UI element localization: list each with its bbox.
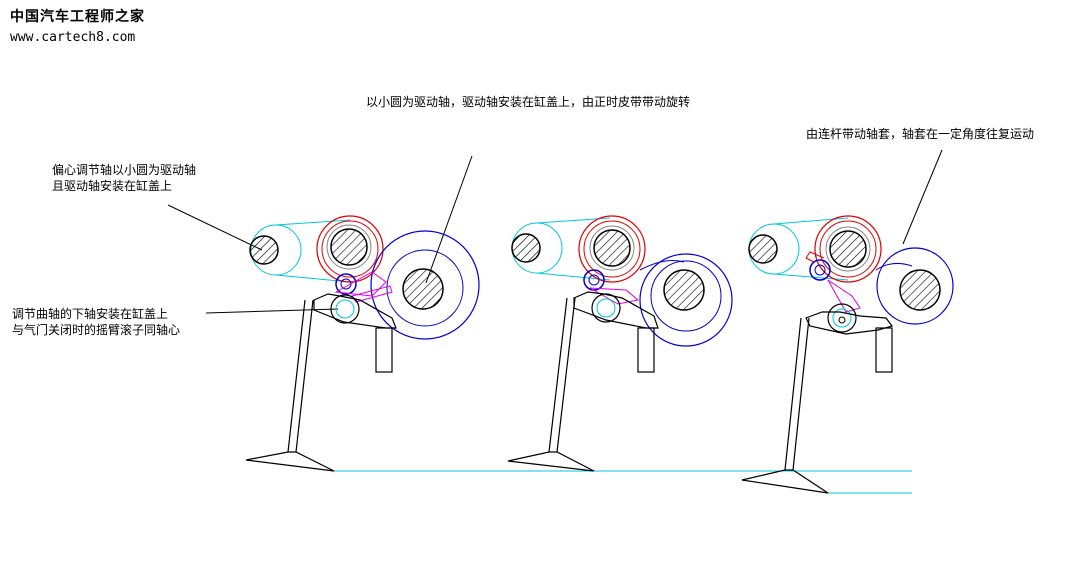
annotation-crank-line1: 调节曲轴的下轴安装在缸盖上	[12, 307, 169, 321]
eccentric-shaft-hatch	[511, 233, 541, 263]
annotation-drive-shaft: 以小圆为驱动轴，驱动轴安装在缸盖上，由正时皮带带动旋转	[366, 95, 691, 109]
annotation-eccentric-line2: 且驱动轴安装在缸盖上	[52, 179, 173, 193]
mechanism-1	[245, 215, 480, 472]
leader-line-eccentric	[167, 204, 263, 251]
leader-line-drive-shaft	[425, 155, 473, 284]
drive-shaft-hatch	[663, 269, 705, 311]
drive-shaft-hatch	[899, 269, 941, 311]
annotation-crank-line2: 与气门关闭时的摇臂滚子同轴心	[12, 323, 181, 337]
mechanism-3	[741, 215, 954, 494]
camshaft-hatch	[829, 230, 867, 268]
drive-shaft-hatch	[402, 268, 444, 310]
camshaft-hatch	[330, 228, 368, 266]
camshaft-hatch	[593, 229, 631, 267]
watermark-url: www.cartech8.com	[10, 30, 136, 45]
leader-line-link-sleeve	[902, 149, 943, 245]
annotation-eccentric-line1: 偏心调节轴以小圆为驱动轴	[52, 163, 197, 177]
leader-line-crank	[205, 308, 339, 314]
watermark-title: 中国汽车工程师之家	[10, 9, 145, 25]
mechanism-2	[507, 215, 733, 472]
annotation-link-sleeve: 由连杆带动轴套，轴套在一定角度往复运动	[806, 127, 1035, 141]
eccentric-shaft-hatch	[748, 234, 778, 264]
eccentric-shaft-hatch	[249, 235, 279, 265]
